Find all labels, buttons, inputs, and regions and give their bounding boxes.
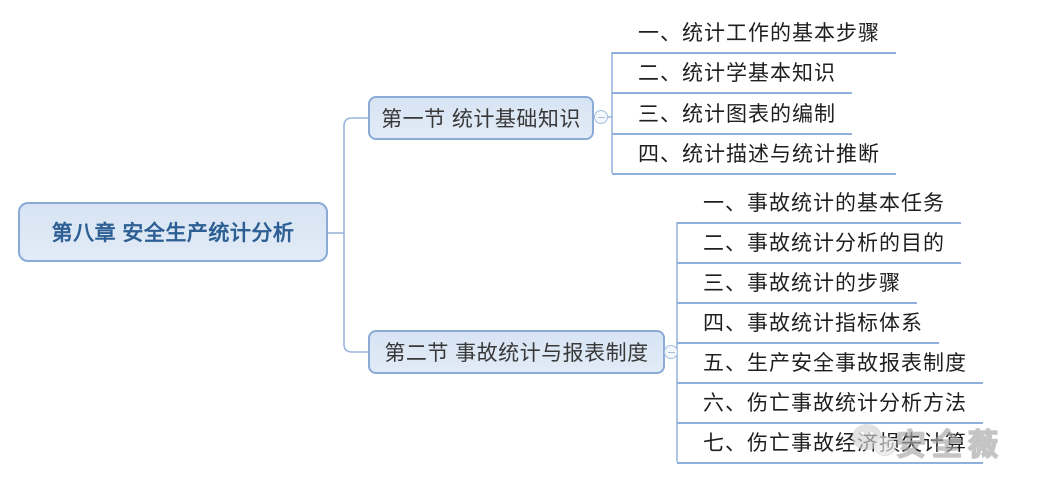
subtopic-s2-6[interactable]: 六、伤亡事故统计分析方法 bbox=[677, 390, 983, 424]
subtopic-s1-4[interactable]: 四、统计描述与统计推断 bbox=[612, 141, 896, 175]
branch-topic-section1[interactable]: 第一节 统计基础知识 bbox=[368, 96, 594, 140]
minus-icon bbox=[597, 116, 605, 118]
branch-topic-section2[interactable]: 第二节 事故统计与报表制度 bbox=[368, 330, 665, 374]
root-topic[interactable]: 第八章 安全生产统计分析 bbox=[18, 202, 328, 262]
subtopic-s1-2[interactable]: 二、统计学基本知识 bbox=[612, 60, 852, 94]
collapse-toggle-section2[interactable] bbox=[664, 345, 678, 359]
minus-icon bbox=[667, 351, 675, 353]
subtopic-s1-1[interactable]: 一、统计工作的基本步骤 bbox=[612, 20, 896, 54]
collapse-toggle-section1[interactable] bbox=[594, 110, 608, 124]
subtopic-s2-3[interactable]: 三、事故统计的步骤 bbox=[677, 270, 917, 304]
subtopic-s2-1[interactable]: 一、事故统计的基本任务 bbox=[677, 190, 961, 224]
subtopic-s2-7[interactable]: 七、伤亡事故经济损失计算 bbox=[677, 430, 983, 464]
subtopic-s2-2[interactable]: 二、事故统计分析的目的 bbox=[677, 230, 961, 264]
subtopic-s2-4[interactable]: 四、事故统计指标体系 bbox=[677, 310, 939, 344]
subtopic-s1-3[interactable]: 三、统计图表的编制 bbox=[612, 101, 852, 135]
subtopic-s2-5[interactable]: 五、生产安全事故报表制度 bbox=[677, 350, 983, 384]
